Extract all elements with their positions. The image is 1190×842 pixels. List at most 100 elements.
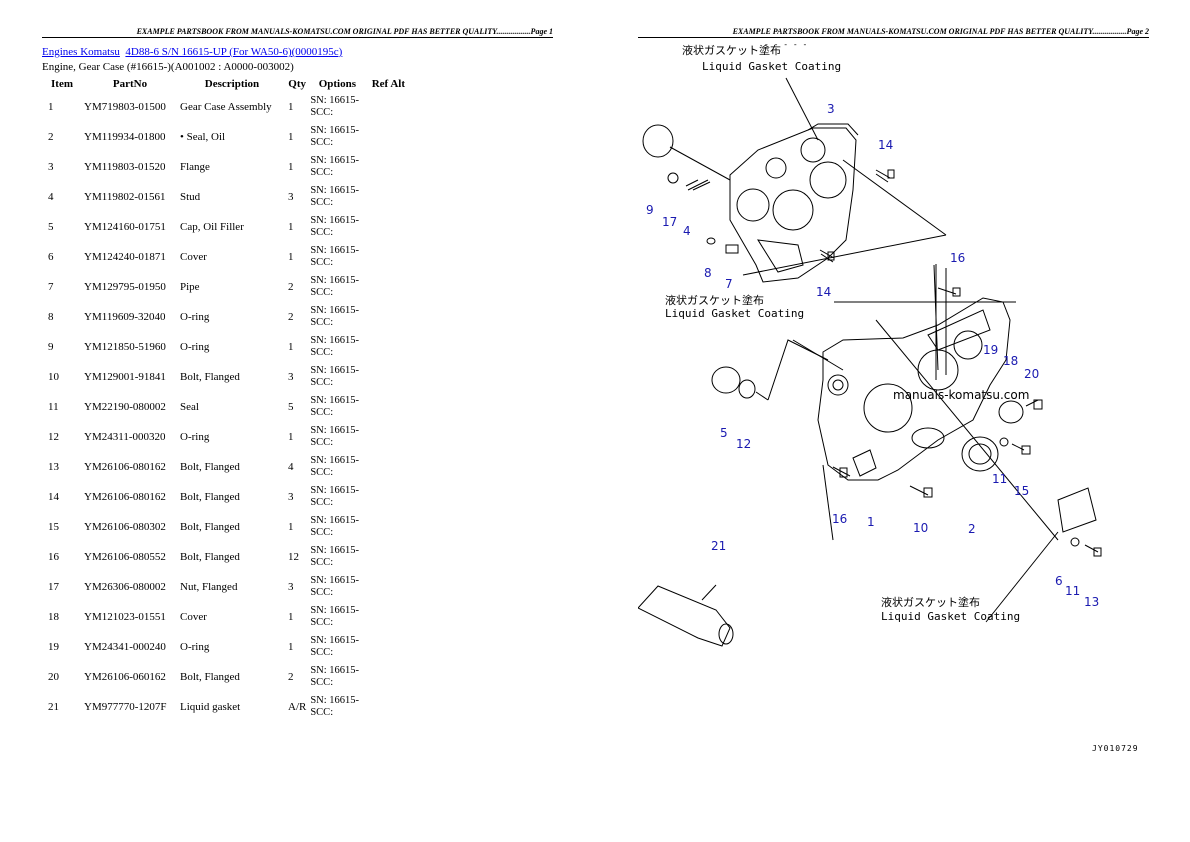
cell-qty: 3	[288, 191, 294, 203]
callout-11: 11	[992, 472, 1007, 486]
col-header-qty: Qty	[288, 78, 307, 90]
cell-description: Pipe	[180, 281, 200, 293]
gasket-label-bottom-jp: 液状ガスケット塗布	[881, 595, 980, 609]
cell-partno: YM26106-080302	[84, 521, 166, 533]
cell-partno: YM119934-01800	[84, 131, 166, 143]
col-header-options: Options	[318, 78, 356, 90]
cell-refalt	[366, 482, 410, 512]
cell-description: • Seal, Oil	[180, 131, 226, 143]
drawing-code: JY010729	[1092, 744, 1139, 753]
gasket-label-top-jp: 液状ガスケット塗布	[682, 43, 781, 57]
cell-qty: 3	[288, 491, 294, 503]
cell-description: Stud	[180, 191, 201, 203]
cell-description: Bolt, Flanged	[180, 551, 240, 563]
cell-partno: YM26306-080002	[84, 581, 166, 593]
cell-options: SN: 16615-SCC:	[310, 275, 360, 298]
callout-6: 6	[1055, 574, 1063, 588]
callout-19: 19	[983, 343, 998, 357]
nut-17-drawing	[667, 172, 679, 184]
callout-16: 16	[950, 251, 965, 265]
cover-18-drawing	[998, 400, 1024, 424]
cell-options: SN: 16615-SCC:	[310, 545, 360, 568]
col-header-item: Item	[51, 78, 73, 90]
cell-partno: YM719803-01500	[84, 101, 166, 113]
cell-refalt	[366, 512, 410, 542]
breadcrumb-link-model[interactable]: 4D88-6 S/N 16615-UP (For WA50-6)(0000195…	[125, 46, 343, 58]
cell-qty: 4	[288, 461, 294, 473]
callout-20: 20	[1024, 367, 1039, 381]
cell-item: 21	[48, 701, 59, 713]
cell-options: SN: 16615-SCC:	[310, 95, 360, 118]
cell-qty: 1	[288, 611, 294, 623]
cell-refalt	[366, 572, 410, 602]
cell-item: 16	[48, 551, 59, 563]
cell-description: Bolt, Flanged	[180, 461, 240, 473]
page1-divider	[42, 37, 553, 38]
cell-qty: 1	[288, 101, 294, 113]
col-header-partno: PartNo	[112, 78, 148, 90]
cell-partno: YM22190-080002	[84, 401, 166, 413]
gasket-label-top-en: Liquid Gasket Coating	[702, 60, 841, 73]
callout-12: 12	[736, 437, 751, 451]
cell-partno: YM26106-080552	[84, 551, 166, 563]
cell-refalt	[366, 152, 410, 182]
cell-item: 11	[48, 401, 59, 413]
cell-item: 12	[48, 431, 59, 443]
cell-qty: 2	[288, 671, 294, 683]
liquid-gasket-tube-drawing	[638, 585, 731, 647]
cell-qty: A/R	[288, 701, 307, 713]
callout-21: 21	[711, 539, 726, 553]
cell-description: Bolt, Flanged	[180, 491, 240, 503]
callout-7: 7	[725, 277, 733, 291]
cell-description: Cover	[180, 251, 207, 263]
parts-table: Item PartNo Description Qty Options Ref …	[42, 76, 410, 722]
cell-refalt	[366, 362, 410, 392]
gasket-label-mid-jp: 液状ガスケット塗布	[665, 293, 764, 307]
cell-options: SN: 16615-SCC:	[310, 155, 360, 178]
cell-description: Cover	[180, 611, 207, 623]
page-subtitle: Engine, Gear Case (#16615-)(A001002 : A0…	[42, 61, 294, 73]
page1-banner: EXAMPLE PARTSBOOK FROM MANUALS-KOMATSU.C…	[136, 27, 553, 36]
callout-10: 10	[913, 521, 928, 535]
cell-refalt	[366, 392, 410, 422]
cell-options: SN: 16615-SCC:	[310, 665, 360, 688]
cell-partno: YM119609-32040	[84, 311, 166, 323]
cell-options: SN: 16615-SCC:	[310, 335, 360, 358]
cell-partno: YM24341-000240	[84, 641, 166, 653]
cell-qty: 5	[288, 401, 294, 413]
cell-refalt	[366, 212, 410, 242]
cap-5-drawing	[711, 366, 741, 394]
cell-options: SN: 16615-SCC:	[310, 695, 360, 718]
cell-refalt	[366, 92, 410, 122]
pipe-7-drawing	[725, 244, 739, 254]
oring-12-drawing	[738, 379, 756, 399]
cell-options: SN: 16615-SCC:	[310, 485, 360, 508]
cell-description: Liquid gasket	[180, 701, 241, 713]
cell-qty: 1	[288, 641, 294, 653]
cell-options: SN: 16615-SCC:	[310, 425, 360, 448]
cell-refalt	[366, 332, 410, 362]
page2-banner: EXAMPLE PARTSBOOK FROM MANUALS-KOMATSU.C…	[732, 27, 1149, 36]
cell-item: 1	[48, 101, 54, 113]
breadcrumb-link-engines[interactable]: Engines Komatsu	[42, 46, 120, 58]
cell-qty: 1	[288, 341, 294, 353]
cell-item: 2	[48, 131, 54, 143]
oring-9-drawing	[642, 124, 674, 158]
cell-partno: YM121023-01551	[84, 611, 166, 623]
cell-description: Bolt, Flanged	[180, 521, 240, 533]
cell-description: Bolt, Flanged	[180, 671, 240, 683]
cell-qty: 2	[288, 311, 294, 323]
cell-refalt	[366, 242, 410, 272]
cell-partno: YM121850-51960	[84, 341, 166, 353]
cell-description: Gear Case Assembly	[180, 101, 272, 113]
cell-item: 3	[48, 161, 54, 173]
cell-item: 15	[48, 521, 59, 533]
cell-options: SN: 16615-SCC:	[310, 245, 360, 268]
cell-qty: 1	[288, 251, 294, 263]
